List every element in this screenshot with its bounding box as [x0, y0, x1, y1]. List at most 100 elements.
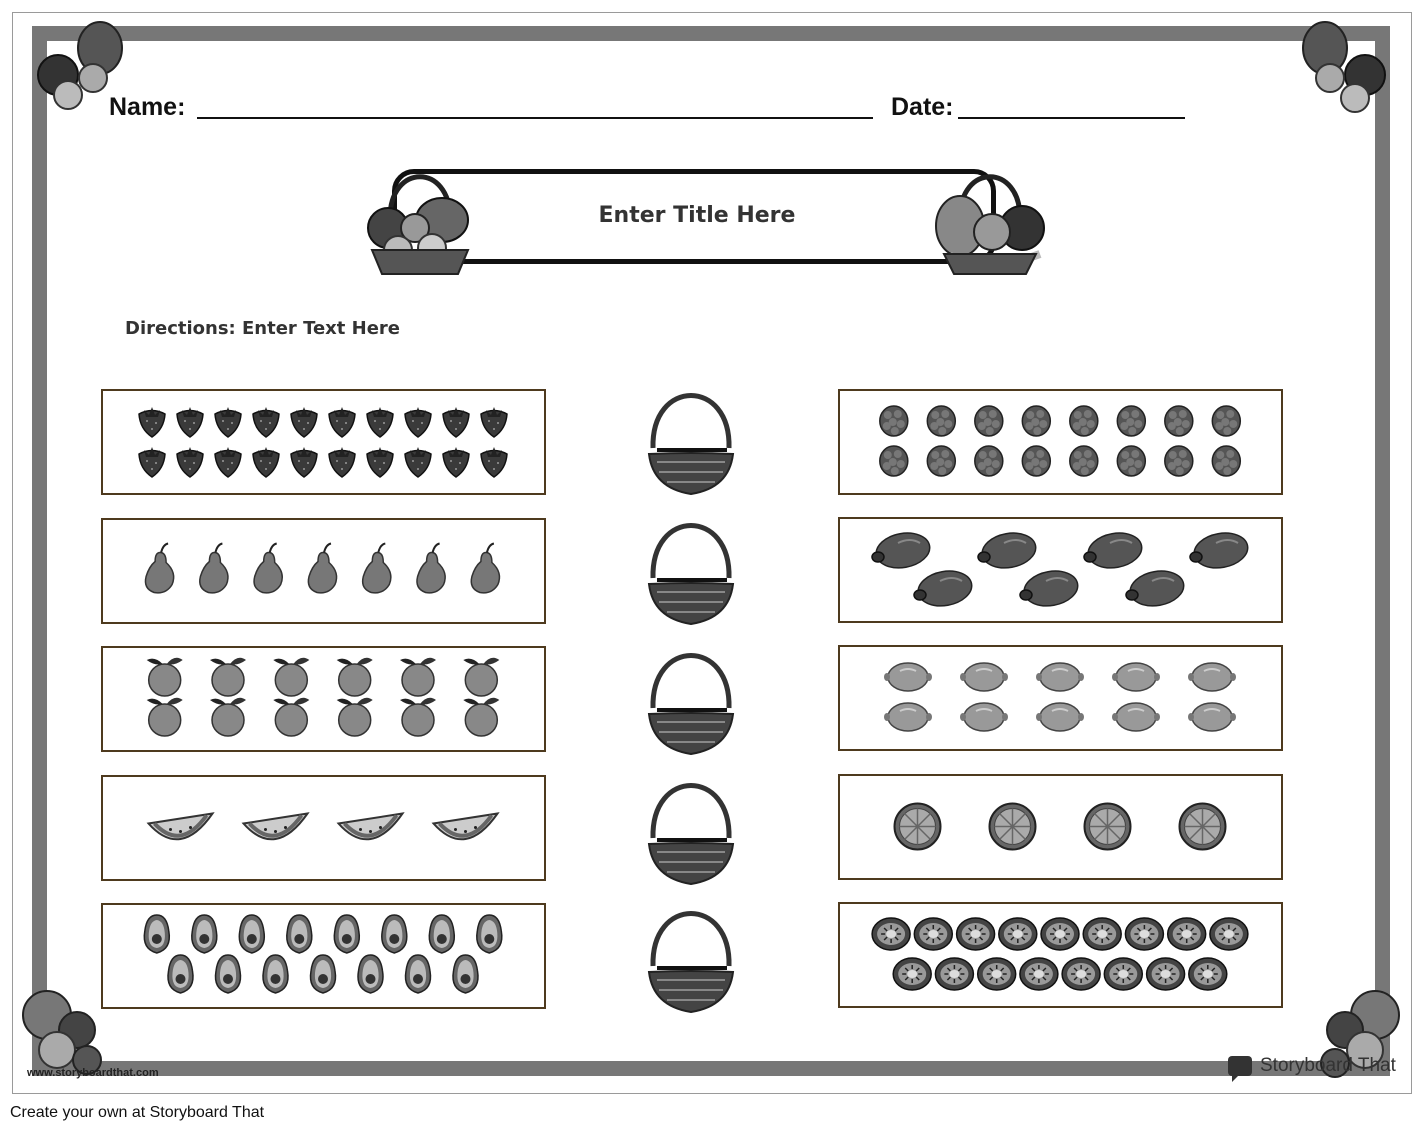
raspberry-icon	[1069, 405, 1099, 437]
strawberry-icon	[138, 407, 166, 438]
raspberry-icon	[1211, 405, 1242, 437]
kiwi-slice-icon	[1040, 917, 1080, 951]
kiwi-slice-icon	[1019, 957, 1059, 991]
avocado-icon	[167, 954, 194, 994]
orange-icon	[463, 657, 500, 697]
fruit-group-avocados	[143, 914, 503, 994]
fruit-box-left	[101, 646, 546, 752]
lemon-icon	[960, 702, 1008, 732]
name-line[interactable]	[197, 117, 873, 119]
fruit-basket-icon	[935, 174, 1045, 275]
raspberry-icon	[926, 445, 957, 477]
speech-bubble-icon	[1228, 1056, 1252, 1082]
kiwi-slice-icon	[1188, 957, 1228, 991]
name-label: Name:	[109, 93, 186, 121]
strawberry-icon	[366, 447, 394, 478]
fruit-basket-icon	[367, 174, 470, 275]
raspberry-icon	[1164, 405, 1194, 437]
lemon-icon	[1188, 702, 1236, 732]
avocado-icon	[309, 954, 337, 994]
kiwi-slice-icon	[998, 917, 1038, 951]
fruit-group-papayas	[871, 532, 1249, 607]
date-line[interactable]	[958, 117, 1185, 119]
fruit-box-right	[838, 774, 1283, 880]
answer-basket[interactable]	[643, 518, 739, 626]
kiwi-slice-icon	[1124, 917, 1165, 951]
fruit-cluster-corner-icon	[1320, 990, 1400, 1078]
fruit-box-right	[838, 902, 1283, 1008]
brand-name: Storyboard That	[1260, 1055, 1396, 1076]
lemon-icon	[960, 662, 1008, 692]
orange-icon	[273, 657, 310, 697]
fruit-box-right	[838, 389, 1283, 495]
fruit-group-raspberries	[879, 405, 1242, 477]
raspberry-icon	[1069, 445, 1099, 477]
storyboard-that-logo: Storyboard That	[1228, 1055, 1396, 1082]
lemon-icon	[884, 662, 932, 692]
footer-credit[interactable]: Create your own at Storyboard That	[10, 1104, 265, 1121]
raspberry-icon	[926, 405, 957, 437]
kiwi-slice-icon	[1209, 917, 1249, 951]
avocado-icon	[143, 914, 171, 954]
lemon-icon	[1036, 662, 1084, 692]
orange-icon	[146, 657, 183, 697]
strawberry-icon	[480, 447, 508, 478]
papaya-icon	[913, 570, 973, 607]
answer-basket[interactable]	[643, 906, 739, 1014]
papaya-icon	[977, 532, 1037, 569]
raspberry-icon	[1164, 445, 1194, 477]
fruit-box-left	[101, 518, 546, 624]
kiwi-slice-icon	[892, 957, 932, 991]
strawberry-icon	[404, 447, 432, 478]
fruit-group-oranges	[146, 657, 500, 737]
orange-icon	[336, 657, 373, 697]
papaya-icon	[1083, 532, 1143, 569]
raspberry-icon	[974, 445, 1004, 477]
strawberry-icon	[366, 407, 394, 438]
watermelon-slice-icon	[431, 812, 500, 841]
kiwi-slice-icon	[1061, 957, 1101, 991]
answer-basket[interactable]	[643, 388, 739, 496]
lemon-icon	[1112, 662, 1160, 692]
raspberry-icon	[1021, 445, 1052, 477]
strawberry-icon	[252, 407, 280, 438]
pear-icon	[361, 542, 392, 594]
lemon-icon	[1112, 702, 1160, 732]
kiwi-slice-icon	[1082, 917, 1122, 951]
orange-icon	[146, 697, 183, 737]
grapefruit-half-icon	[893, 802, 942, 851]
pear-icon	[470, 542, 501, 594]
fruit-group-kiwi-slices	[871, 917, 1249, 991]
fruit-cluster-corner-icon	[37, 21, 123, 110]
grapefruit-half-icon	[988, 802, 1037, 851]
raspberry-icon	[879, 445, 909, 477]
directions-text[interactable]: Directions: Enter Text Here	[125, 318, 401, 339]
avocado-icon	[381, 914, 408, 954]
orange-icon	[273, 697, 310, 737]
raspberry-icon	[1211, 445, 1242, 477]
kiwi-slice-icon	[913, 917, 954, 951]
lemon-icon	[884, 702, 932, 732]
fruit-group-strawberries	[138, 407, 508, 478]
page-title[interactable]: Enter Title Here	[598, 203, 796, 228]
papaya-icon	[1189, 532, 1249, 569]
watermelon-slice-icon	[241, 812, 310, 841]
lemon-icon	[1188, 662, 1236, 692]
avocado-icon	[452, 954, 479, 994]
kiwi-slice-icon	[1145, 957, 1186, 991]
fruit-box-left	[101, 389, 546, 495]
fruit-cluster-corner-icon	[1302, 21, 1386, 113]
watermelon-slice-icon	[336, 812, 405, 841]
pear-icon	[144, 542, 175, 594]
avocado-icon	[214, 954, 242, 994]
raspberry-icon	[974, 405, 1004, 437]
answer-basket[interactable]	[643, 778, 739, 886]
fruit-box-left	[101, 903, 546, 1009]
strawberry-icon	[290, 447, 318, 478]
pear-icon	[416, 542, 446, 594]
avocado-icon	[428, 914, 456, 954]
answer-basket[interactable]	[643, 648, 739, 756]
strawberry-icon	[176, 407, 204, 438]
watermelon-slice-icon	[146, 812, 215, 841]
fruit-group-pears	[144, 542, 501, 594]
